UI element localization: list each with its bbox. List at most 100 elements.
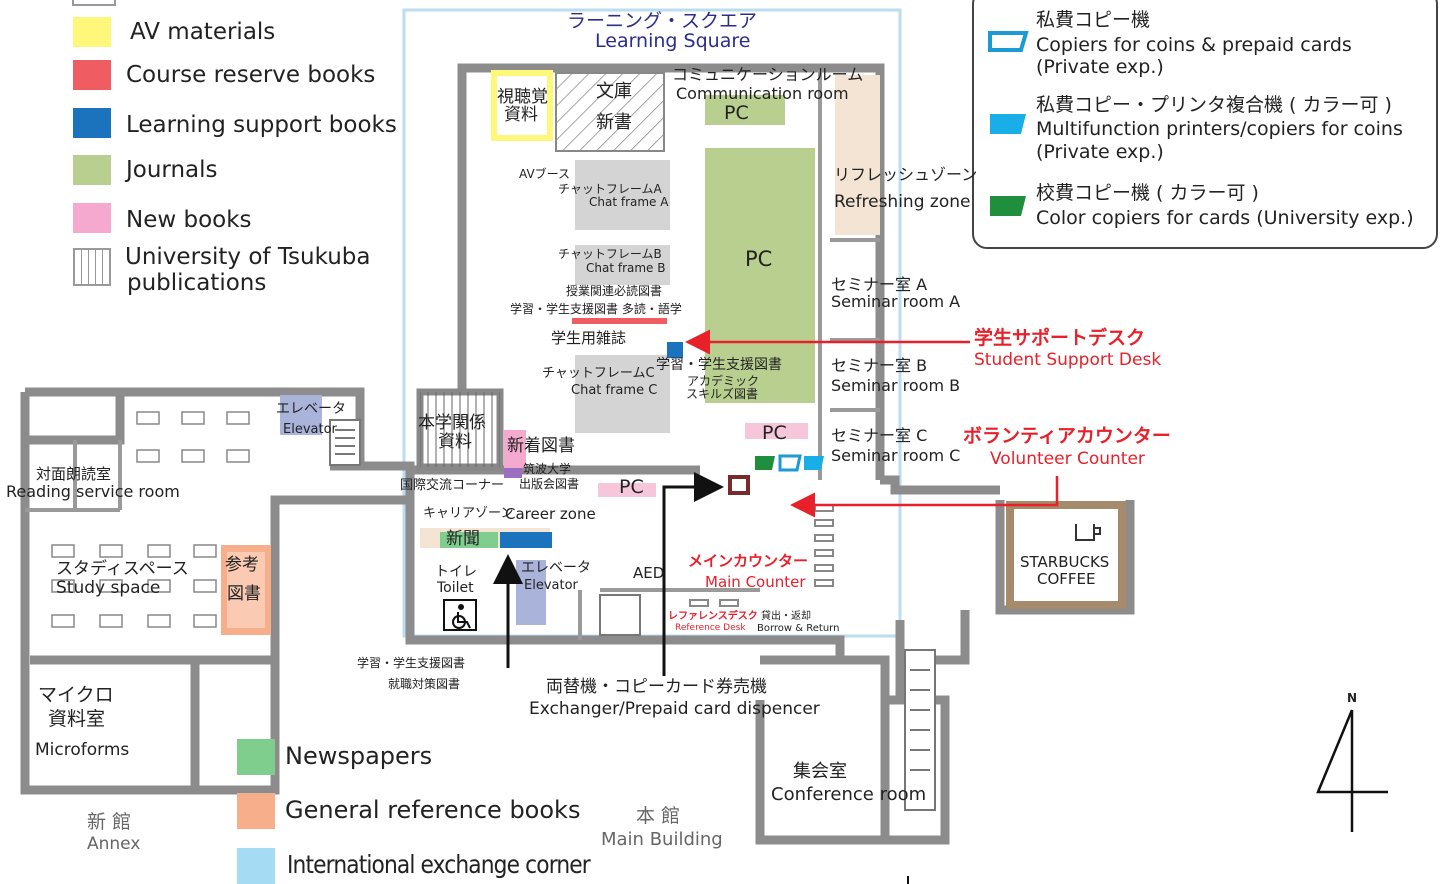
chat-c-jp: チャットフレームC [542,366,655,381]
legend-swatch-journals [73,155,111,185]
elevator-1-en: Elevator [283,422,337,437]
chat-c-en: Chat frame C [571,383,658,398]
career-en: Career zone [505,505,596,523]
volunteer-jp: ボランティアカウンター [963,425,1171,447]
legend-label-newspapers: Newspapers [285,742,433,770]
elevator-1-jp: エレベータ [276,401,346,417]
intl-label: 国際交流コーナー [400,478,505,493]
legend-label-reference: General reference books [285,796,581,824]
comm-room-jp: コミュニケーションルーム [672,65,864,84]
av-label-1: 視聴覚 [497,87,548,107]
legend-label-journals: Journals [126,157,218,183]
chat-frame-a [575,160,670,230]
legend-swatch-course [73,60,111,90]
floor-number: 4 [0,0,1,1]
conference-jp: 集会室 [793,761,847,782]
reference-desk-en: Reference Desk [675,623,746,633]
career-jp: キャリアゾーン [423,506,514,521]
academic-label-1: アカデミック [687,374,760,388]
career-support-label-1: 学習・学生支援図書 [357,656,466,670]
volunteer-counter-box [728,475,750,495]
toilet-en: Toilet [437,580,474,596]
pc-label-main: PC [745,247,773,271]
newspaper-shelf [440,532,498,548]
pc-label-intl: PC [619,476,644,498]
copier-legend-box [972,0,1438,249]
av-materials-area [491,70,553,141]
borrow-jp: 貸出・返却 [761,611,811,622]
copier-blue-floor [804,456,824,470]
legend-swatch-newspapers [237,739,275,775]
copier-1-jp: 私費コピー機 [1036,9,1151,31]
reference-desk-jp: レファレンスデスク [668,611,758,622]
annex-en: Annex [87,834,141,854]
reading-service-en: Reading service room [6,482,180,501]
elevator-2-en: Elevator [524,578,578,593]
comm-room-pc [705,95,785,125]
copier-3-jp: 校費コピー機 ( カラー可 ) [1036,182,1259,204]
study-space-jp: スタディスペース [56,559,189,579]
copier-2-jp: 私費コピー・プリンタ複合機 ( カラー可 ) [1036,94,1392,116]
av-label-2: 資料 [504,105,538,125]
microforms-en: Microforms [35,740,130,760]
legend-swatch-new [73,203,111,233]
toilet-jp: トイレ [435,564,477,580]
north-label: N [1347,691,1358,705]
seminar-c-en: Seminar room C [831,446,961,465]
student-support-jp: 学生サポートデスク [974,327,1146,349]
bunko-area [555,72,665,152]
new-books-area [504,430,526,468]
chat-a-en: Chat frame A [589,195,669,209]
ref-books-area [221,545,271,635]
pc-desk-2 [745,423,808,439]
av-booth-label: AVブース [519,167,571,181]
starbucks-wall [1006,501,1126,609]
tsukuba-press-label-1: 筑波大学 [523,462,572,476]
new-books-label: 新着図書 [507,436,575,456]
walls [20,63,1135,845]
ref-books-label-1: 参考 [225,555,259,575]
seminar-b-en: Seminar room B [831,376,961,395]
univ-pub-label-1: 本学関係 [418,413,486,433]
copier-2-en1: Multifunction printers/copiers for coins [1036,118,1403,140]
legend-swatch-reference [237,793,275,829]
course-reserve-shelf [572,318,667,324]
chat-frame-c [575,355,670,433]
chat-b-en: Chat frame B [586,261,666,275]
legend-swatch-top-partial [72,0,116,6]
ref-books-inner [227,552,265,628]
aed-label: AED [633,564,665,582]
legend-label-intl: International exchange corner [287,850,591,879]
microforms-jp-1: マイクロ [38,684,114,706]
volunteer-en: Volunteer Counter [990,449,1145,469]
exchanger-jp: 両替機・コピーカード券売機 [546,677,767,697]
student-support-en: Student Support Desk [974,350,1162,370]
copier-filled-green-icon [990,196,1026,216]
legend-swatch-intl [237,848,275,884]
starbucks-label-2: COFFEE [1037,570,1096,588]
student-journals-label: 学生用雑誌 [551,329,627,347]
copier-outline-floor [778,454,802,472]
starbucks-label-1: STARBUCKS [1020,553,1110,571]
copier-filled-blue-icon [990,114,1026,134]
pc-label-comm: PC [724,102,749,124]
main-counter-jp: メインカウンター [688,552,809,570]
seminar-a-en: Seminar room A [831,292,961,311]
main-building-en: Main Building [601,829,723,850]
newspaper-label: 新聞 [446,529,480,549]
legend-swatch-learning [73,108,111,138]
copier-1-en1: Copiers for coins & prepaid cards [1036,34,1352,56]
copier-outline-icon [988,31,1029,52]
bunko-label-2: 新書 [596,112,632,133]
copier-2-en2: (Private exp.) [1036,141,1164,163]
exchanger-en: Exchanger/Prepaid card dispencer [529,699,820,719]
copier-green-floor [755,456,775,470]
legend-swatch-univpub [73,248,111,286]
coffee-cup-icon [1075,524,1101,541]
legend-label-av: AV materials [130,19,276,45]
chat-a-jp: チャットフレームA [558,182,662,196]
pc-label-2: PC [762,422,787,444]
learning-support-shelf-2 [500,532,552,548]
support-books-shelf [667,342,683,358]
